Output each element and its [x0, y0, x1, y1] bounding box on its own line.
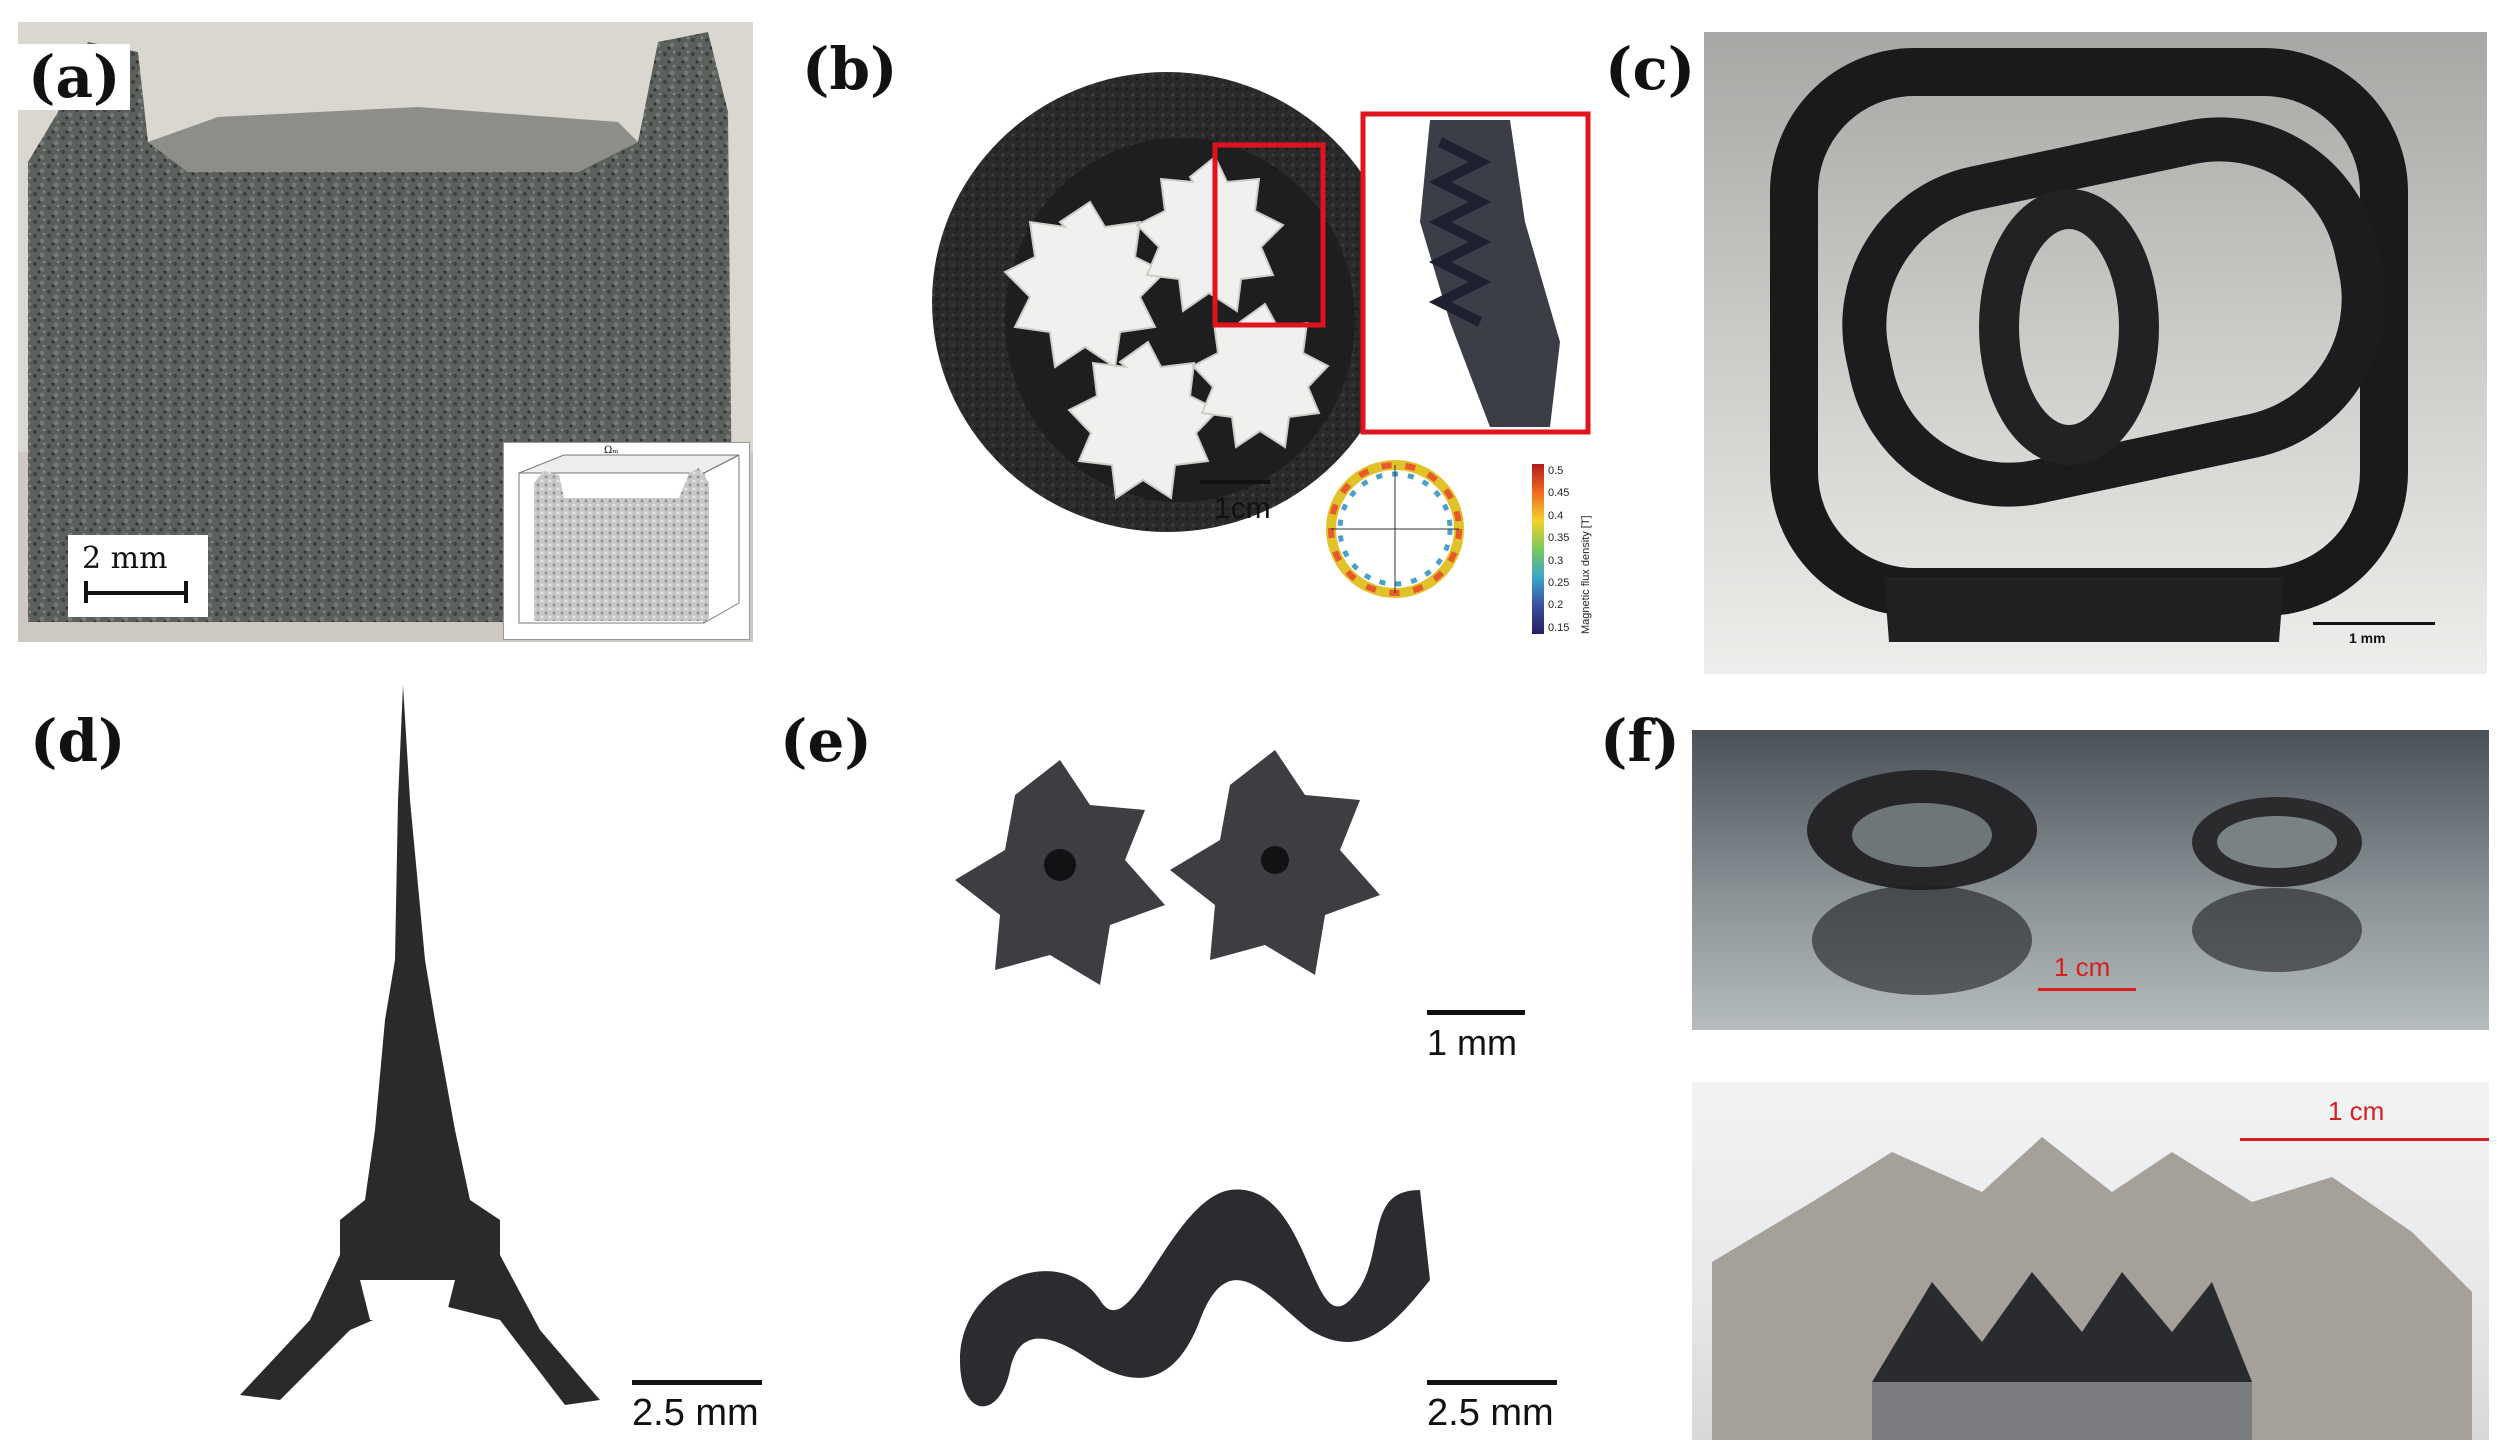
inset-symbol-a: Ωₘ [604, 445, 619, 456]
scale-bar-c [2313, 622, 2435, 625]
colorbar-tick: 0.4 [1548, 509, 1564, 522]
colorbar-tick: 0.3 [1548, 554, 1564, 567]
colorbar-tick: 0.15 [1548, 621, 1570, 634]
scale-label-e-bottom: 2.5 mm [1427, 1392, 1554, 1434]
colorbar-title: Magnetic flux density [T] [1580, 515, 1592, 634]
colorbar-ticks: 0.5 0.45 0.4 0.35 0.3 0.25 0.2 0.15 [1548, 460, 1569, 639]
scale-bar-b [1200, 480, 1270, 484]
scale-bar-f-bottom [2240, 1138, 2489, 1141]
scale-bar-f-top [2038, 988, 2136, 991]
scale-label-d: 2.5 mm [632, 1392, 759, 1434]
panel-f-bottom: 1 cm [1692, 1082, 2489, 1440]
scale-label-c: 1 mm [2349, 630, 2386, 646]
panel-b: (b) 1cm 0.5 0.45 [790, 22, 1610, 672]
scale-label-f-top: 1 cm [2054, 952, 2111, 982]
panel-e: 1 mm 2.5 mm [930, 720, 1610, 1445]
panel-d: 2.5 mm [200, 680, 800, 1440]
eiffel-tower-photo [240, 685, 600, 1405]
gear-ring-closeup-photo [1712, 1137, 2472, 1440]
panel-label-f: (f) [1600, 707, 1680, 775]
flux-density-plot [1326, 460, 1464, 598]
simulation-inset-a: Ωₘ [503, 442, 750, 640]
highlight-box [1212, 142, 1326, 328]
scale-label-b: 1cm [1214, 492, 1271, 525]
colorbar-tick: 0.5 [1548, 465, 1564, 477]
panel-f-top: 1 cm [1692, 730, 2489, 1030]
scale-bar-d [632, 1380, 762, 1385]
colorbar-tick: 0.45 [1548, 487, 1570, 500]
panel-label-e: (e) [780, 707, 872, 775]
scale-label-f-bottom: 1 cm [2328, 1096, 2385, 1126]
scale-label-e-top: 1 mm [1427, 1022, 1517, 1063]
scale-bar-e-top [1427, 1010, 1525, 1015]
colorbar-tick: 0.25 [1548, 577, 1570, 590]
panel-a: (a) 2 mm Ωₘ [18, 22, 753, 642]
colorbar [1532, 464, 1544, 634]
gears-and-spring-photo [955, 750, 1430, 1407]
panel-label-a: (a) [18, 44, 131, 110]
interlocked-rings-photo [1770, 48, 2408, 642]
magnet-rings-photo [1807, 770, 2362, 995]
colorbar-tick: 0.2 [1548, 599, 1564, 612]
scale-bar-e-bottom [1427, 1380, 1557, 1385]
panel-label-b: (b) [802, 35, 898, 103]
scale-bar-a [84, 591, 188, 595]
scale-box-a: 2 mm [68, 535, 208, 617]
colorbar-tick: 0.35 [1548, 532, 1570, 545]
panel-label-c: (c) [1605, 35, 1696, 103]
panel-label-d: (d) [30, 707, 126, 775]
scale-label-a: 2 mm [82, 541, 168, 576]
gear-ring-photo [932, 72, 1591, 532]
panel-c: 1 mm [1704, 32, 2487, 674]
